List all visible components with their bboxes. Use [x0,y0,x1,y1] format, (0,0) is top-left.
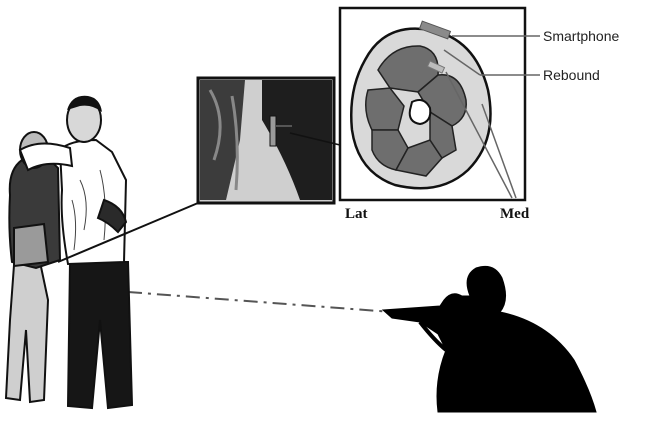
shooter-silhouette [381,265,597,413]
rebound-label: Rebound [543,67,600,83]
medial-label: Med [500,206,530,222]
thigh-cross-section [338,6,540,202]
smartphone-label: Smartphone [543,28,620,44]
bullet-trajectory-line [127,291,406,314]
thigh-close-up-inset [57,76,341,263]
embracing-couple-figure [4,95,134,410]
lateral-label: Lat [345,206,368,222]
